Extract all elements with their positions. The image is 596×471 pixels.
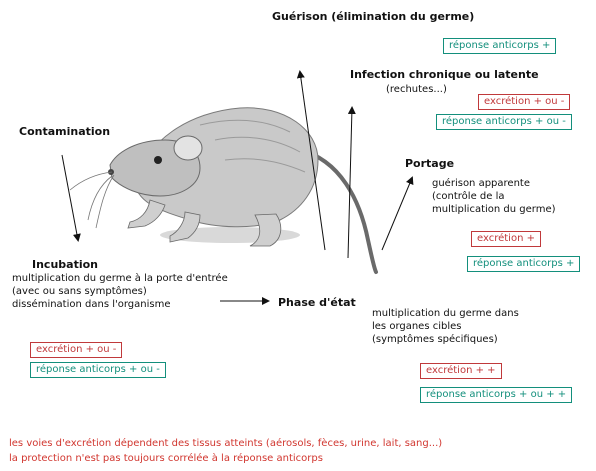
- text-etat-3: (symptômes spécifiques): [372, 334, 498, 345]
- box-incubation-excretion: excrétion + ou -: [30, 342, 123, 358]
- title-infection-chronique: Infection chronique ou latente: [350, 68, 539, 81]
- box-incubation-anticorps: réponse anticorps + ou -: [30, 362, 166, 378]
- box-guerison-anticorps: réponse anticorps +: [443, 38, 557, 54]
- title-portage: Portage: [405, 157, 455, 170]
- text-portage-1: guérison apparente: [432, 178, 530, 189]
- text-rechutes: (rechutes...): [386, 84, 447, 95]
- title-contamination: Contamination: [19, 125, 111, 138]
- box-chronique-anticorps: réponse anticorps + ou -: [436, 114, 572, 130]
- arrow-portage: [381, 176, 414, 251]
- arrow-guerison: [296, 70, 326, 251]
- text-portage-2: (contrôle de la: [432, 191, 505, 202]
- box-etat-excretion: excrétion + +: [420, 363, 502, 379]
- text-incubation-1: multiplication du germe à la porte d'ent…: [12, 273, 228, 284]
- box-portage-excretion: excrétion +: [471, 231, 541, 247]
- rat-icon: [69, 107, 378, 274]
- arrow-chronique: [347, 106, 356, 259]
- note-protection: la protection n'est pas toujours corrélé…: [9, 453, 323, 464]
- box-portage-anticorps: réponse anticorps +: [467, 256, 581, 272]
- box-chronique-excretion: excrétion + ou -: [478, 94, 571, 110]
- text-incubation-3: dissémination dans l'organisme: [12, 299, 171, 310]
- text-incubation-2: (avec ou sans symptômes): [12, 286, 147, 297]
- text-portage-3: multiplication du germe): [432, 204, 556, 215]
- arrow-contamination: [61, 154, 81, 242]
- diagram-arrows: [61, 70, 414, 305]
- title-guerison: Guérison (élimination du germe): [272, 10, 475, 23]
- title-phase-etat: Phase d'état: [278, 296, 356, 309]
- box-etat-anticorps: réponse anticorps + ou + +: [420, 387, 573, 403]
- text-etat-1: multiplication du germe dans: [372, 308, 519, 319]
- note-voies-excretion: les voies d'excrétion dépendent des tiss…: [9, 438, 443, 449]
- title-incubation: Incubation: [32, 258, 98, 271]
- text-etat-2: les organes cibles: [372, 321, 462, 332]
